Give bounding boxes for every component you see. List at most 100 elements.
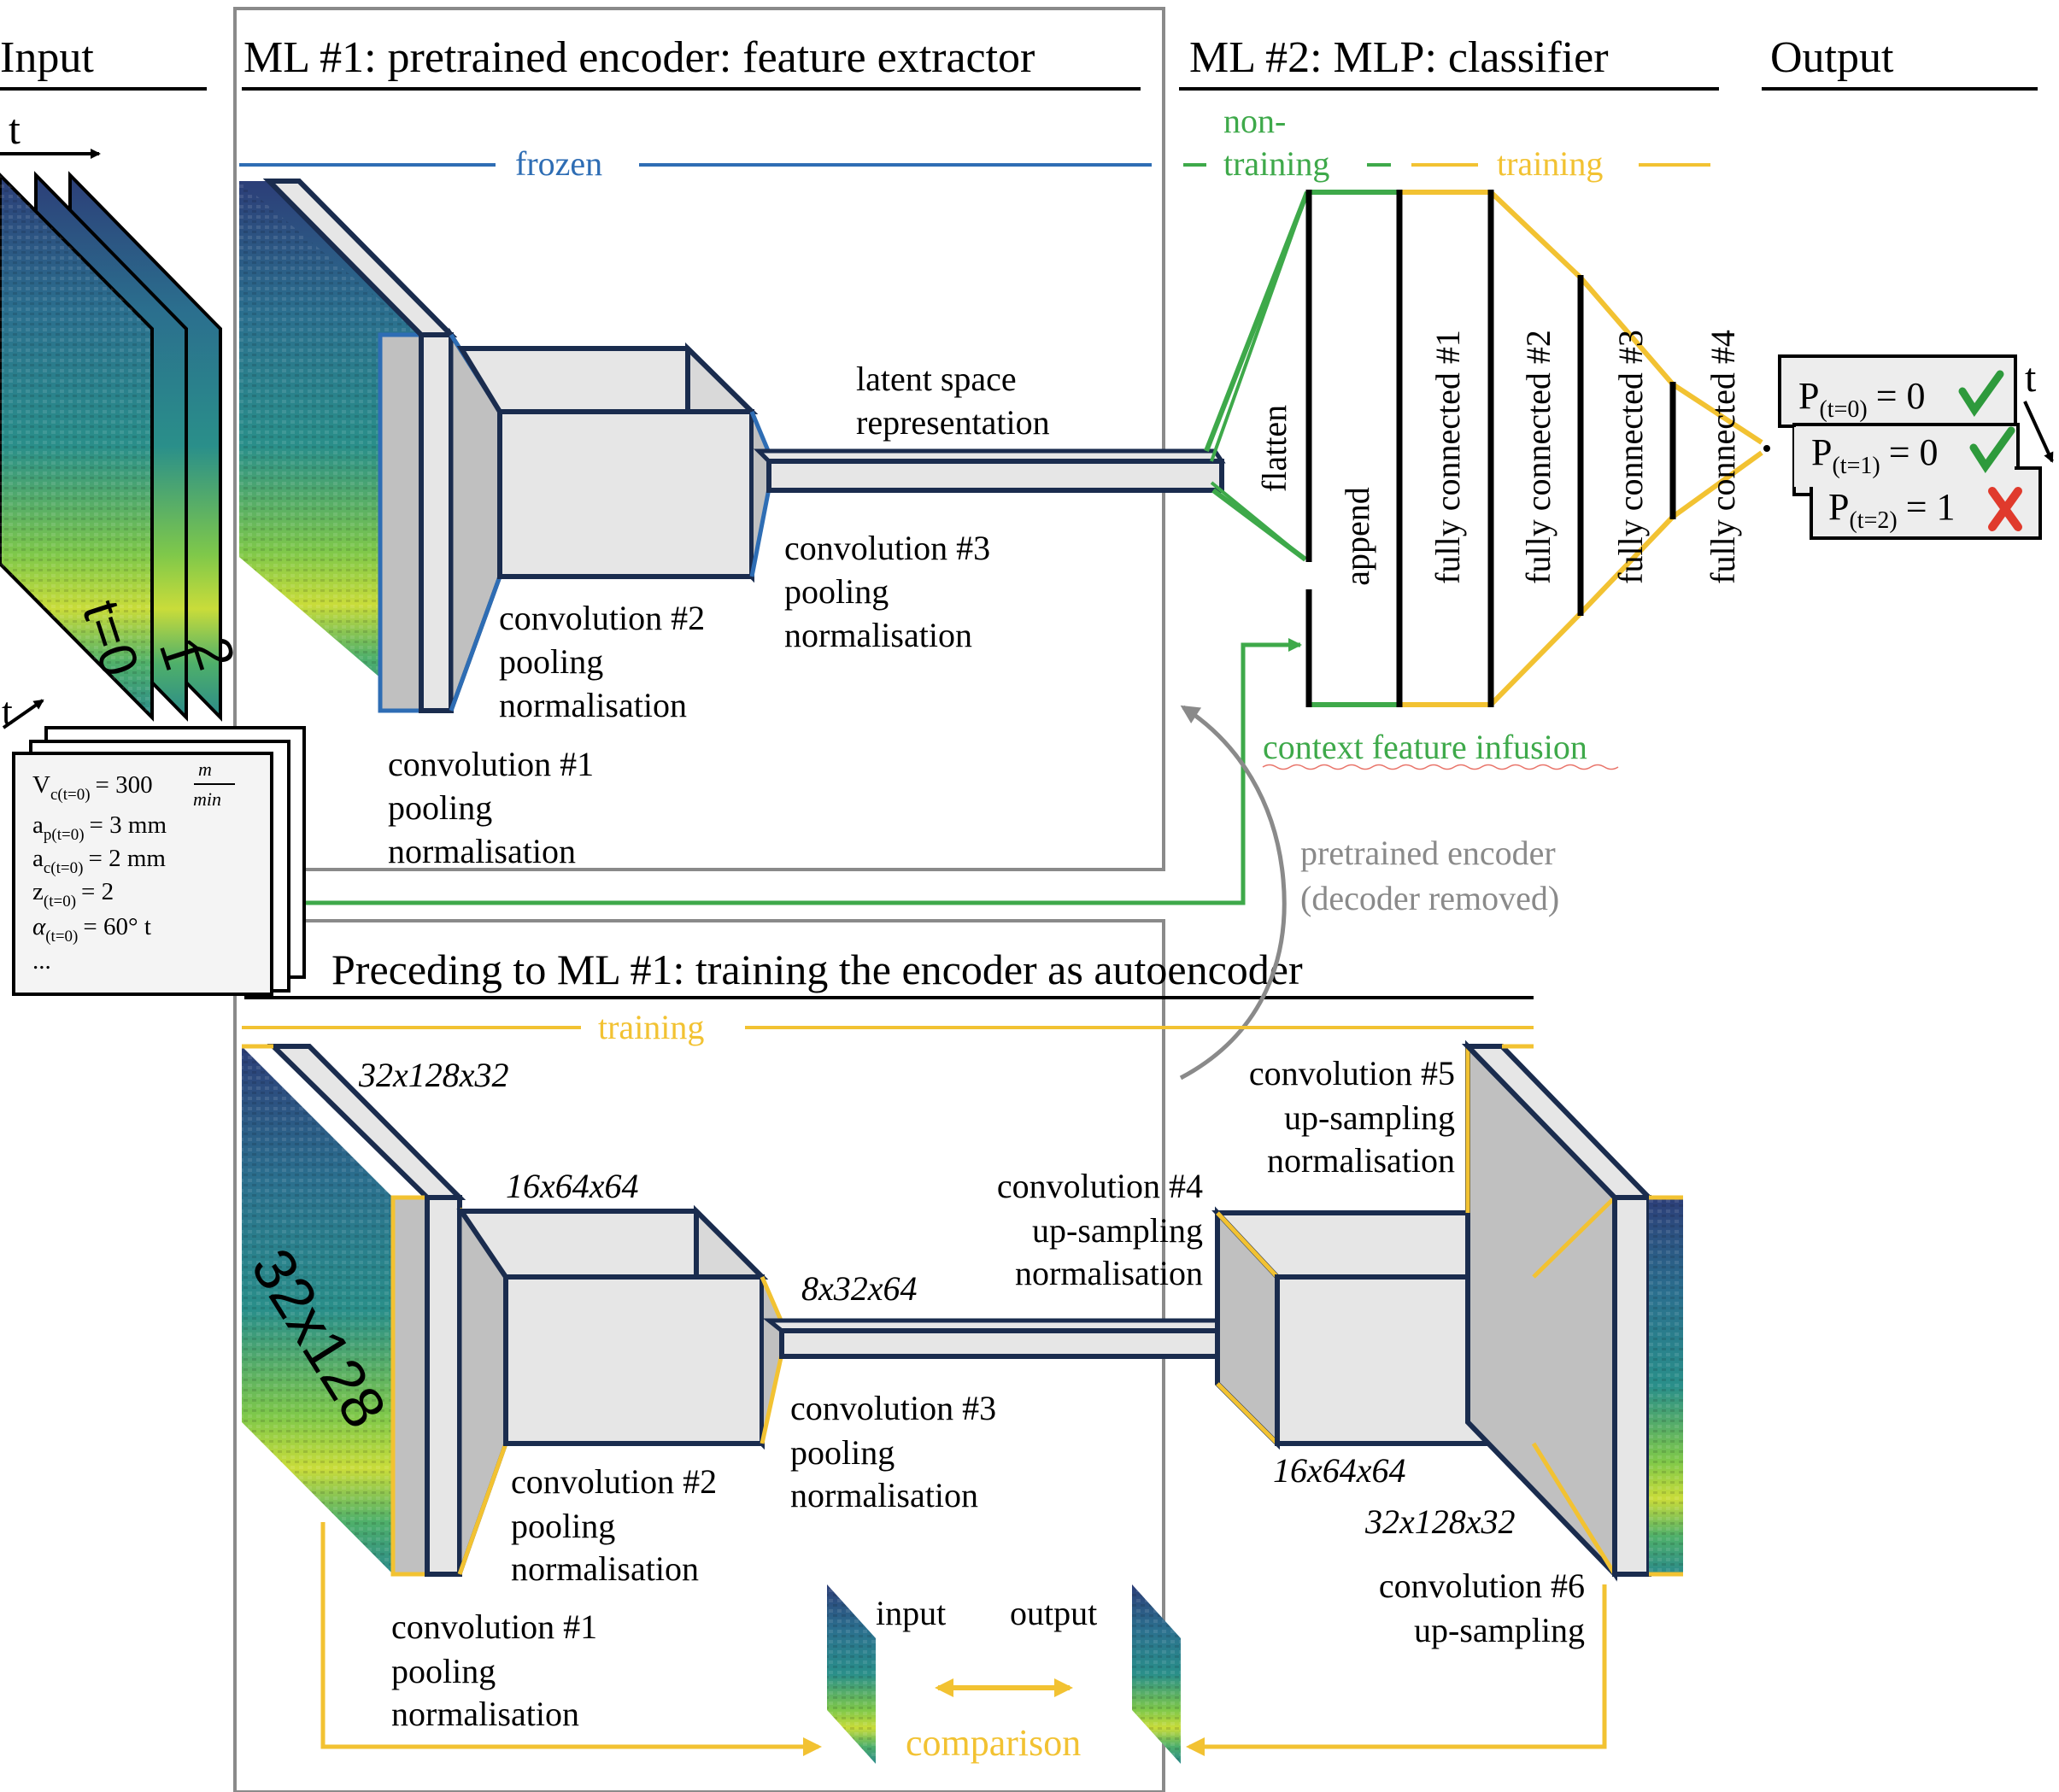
context-infusion-path xyxy=(306,638,1302,905)
svg-text:up-sampling: up-sampling xyxy=(1284,1098,1455,1137)
dim-label: 32x128x32 xyxy=(358,1056,509,1094)
dim-label: 16x64x64 xyxy=(1273,1451,1406,1490)
svg-text:fully connected #2: fully connected #2 xyxy=(1519,330,1557,584)
svg-text:m: m xyxy=(198,758,212,780)
check-icon xyxy=(1969,426,2015,474)
svg-text:...: ... xyxy=(32,947,51,975)
svg-text:normalisation: normalisation xyxy=(388,832,576,870)
ae-latent-block xyxy=(760,1276,1240,1444)
ae-input-to-comparison xyxy=(320,1522,822,1756)
heading-preceding: Preceding to ML #1: training the encoder… xyxy=(331,946,1303,993)
non-training-label-2: training xyxy=(1223,144,1329,183)
svg-text:pooling: pooling xyxy=(790,1433,895,1472)
ae-input-label: input xyxy=(876,1594,946,1632)
svg-text:up-sampling: up-sampling xyxy=(1032,1211,1203,1250)
svg-text:flatten: flatten xyxy=(1255,405,1293,492)
svg-text:normalisation: normalisation xyxy=(391,1695,579,1733)
svg-text:append: append xyxy=(1338,487,1376,586)
svg-text:convolution #3: convolution #3 xyxy=(790,1389,996,1427)
svg-text:convolution #3: convolution #3 xyxy=(784,529,990,567)
ae-input-block xyxy=(242,1044,466,1577)
ae-dimension-labels: 32x128x32 16x64x64 8x32x64 16x64x64 32x1… xyxy=(358,1056,1516,1541)
dim-label: 16x64x64 xyxy=(506,1167,639,1205)
latent-label-line1: latent space xyxy=(856,360,1017,398)
svg-text:normalisation: normalisation xyxy=(511,1549,699,1588)
svg-text:normalisation: normalisation xyxy=(1267,1141,1455,1180)
heading-input: Input xyxy=(0,33,94,82)
svg-text:convolution #2: convolution #2 xyxy=(499,599,705,637)
svg-text:pooling: pooling xyxy=(784,572,889,611)
svg-text:convolution #6: convolution #6 xyxy=(1379,1567,1585,1605)
output-time-arrow xyxy=(2023,401,2054,463)
ae-input-thumbnail xyxy=(827,1584,876,1764)
svg-text:fully connected #3: fully connected #3 xyxy=(1611,330,1650,584)
svg-text:z(t=0)= 2: z(t=0)= 2 xyxy=(32,878,114,911)
svg-text:Vc(t=0)= 300: Vc(t=0)= 300 xyxy=(32,771,153,804)
mlp-training-label: training xyxy=(1497,144,1603,183)
svg-text:fully connected #4: fully connected #4 xyxy=(1704,330,1742,584)
svg-text:normalisation: normalisation xyxy=(784,616,972,654)
comparison-label: comparison xyxy=(906,1722,1081,1764)
svg-text:min: min xyxy=(193,788,221,810)
output-prediction-boxes xyxy=(1778,354,2042,540)
input-spectrogram-stack xyxy=(0,171,222,722)
heading-output: Output xyxy=(1770,33,1894,82)
svg-text:pooling: pooling xyxy=(391,1652,496,1690)
svg-text:α(t=0)= 60° t: α(t=0)= 60° t xyxy=(32,913,151,946)
encoder-input-block xyxy=(239,179,458,713)
cross-icon xyxy=(1988,487,2022,531)
svg-text:pooling: pooling xyxy=(511,1507,615,1545)
pretrained-note-line1: pretrained encoder xyxy=(1300,834,1556,872)
svg-text:convolution #1: convolution #1 xyxy=(391,1608,597,1646)
latent-to-flatten-mid2 xyxy=(1210,481,1307,561)
svg-text:P(t=2)= 1: P(t=2)= 1 xyxy=(1828,486,1956,534)
svg-text:P(t=0)= 0: P(t=0)= 0 xyxy=(1798,375,1926,423)
context-time-symbol: t xyxy=(2,689,13,733)
svg-text:pooling: pooling xyxy=(499,642,603,681)
encoder-conv3-block xyxy=(749,411,1226,577)
latent-label-line2: representation xyxy=(856,403,1050,442)
latent-to-flatten-mid1 xyxy=(1210,191,1309,462)
svg-text:convolution #2: convolution #2 xyxy=(511,1462,717,1501)
mlp-layers xyxy=(1305,190,1770,707)
ae-conv5-block xyxy=(1461,1039,1683,1582)
input-time-symbol: t xyxy=(9,105,21,153)
encoder-labels: latent space representation convolution … xyxy=(388,360,1050,870)
svg-text:P(t=1)= 0: P(t=1)= 0 xyxy=(1811,431,1939,479)
svg-text:fully connected #1: fully connected #1 xyxy=(1428,330,1467,584)
dim-label: 32x128x32 xyxy=(1364,1502,1516,1541)
pretrained-note-line2: (decoder removed) xyxy=(1300,879,1559,917)
ae-training-label: training xyxy=(598,1008,704,1046)
heading-ml2: ML #2: MLP: classifier xyxy=(1189,33,1609,82)
svg-text:convolution #4: convolution #4 xyxy=(997,1167,1203,1205)
mlp-layer-labels: flatten append fully connected #1 fully … xyxy=(1255,330,1742,586)
output-prediction-texts: P(t=0)= 0 P(t=1)= 0 P(t=2)= 1 xyxy=(1798,375,1956,534)
ae-output-thumbnail xyxy=(1132,1584,1181,1764)
output-time-symbol: t xyxy=(2025,355,2037,401)
ae-output-label: output xyxy=(1010,1594,1097,1632)
dim-label: 8x32x64 xyxy=(801,1269,918,1308)
context-feature-infusion-label: context feature infusion xyxy=(1263,728,1587,766)
svg-text:normalisation: normalisation xyxy=(499,686,687,724)
svg-text:normalisation: normalisation xyxy=(1015,1254,1203,1292)
pretrained-encoder-arrow xyxy=(1179,705,1287,1080)
ae-output-to-comparison xyxy=(1186,1584,1607,1756)
frozen-label: frozen xyxy=(515,144,602,183)
svg-text:convolution #1: convolution #1 xyxy=(388,745,594,783)
svg-text:convolution #5: convolution #5 xyxy=(1249,1054,1455,1092)
non-training-label-1: non- xyxy=(1223,102,1286,140)
check-icon xyxy=(1958,370,2004,418)
context-parameter-list: Vc(t=0)= 300 m min ap(t=0)= 3 mm ac(t=0)… xyxy=(32,758,235,975)
context-parameter-cards xyxy=(12,726,306,996)
svg-text:pooling: pooling xyxy=(388,788,492,827)
svg-text:ac(t=0)= 2 mm: ac(t=0)= 2 mm xyxy=(32,845,166,877)
encoder-conv2-block xyxy=(449,327,759,712)
context-time-arrow xyxy=(2,699,44,729)
context-infusion-underline xyxy=(1262,764,1619,770)
svg-text:ap(t=0)= 3 mm: ap(t=0)= 3 mm xyxy=(32,811,167,844)
svg-text:up-sampling: up-sampling xyxy=(1414,1611,1585,1649)
svg-text:normalisation: normalisation xyxy=(790,1476,978,1514)
heading-ml1: ML #1: pretrained encoder: feature extra… xyxy=(243,33,1035,82)
